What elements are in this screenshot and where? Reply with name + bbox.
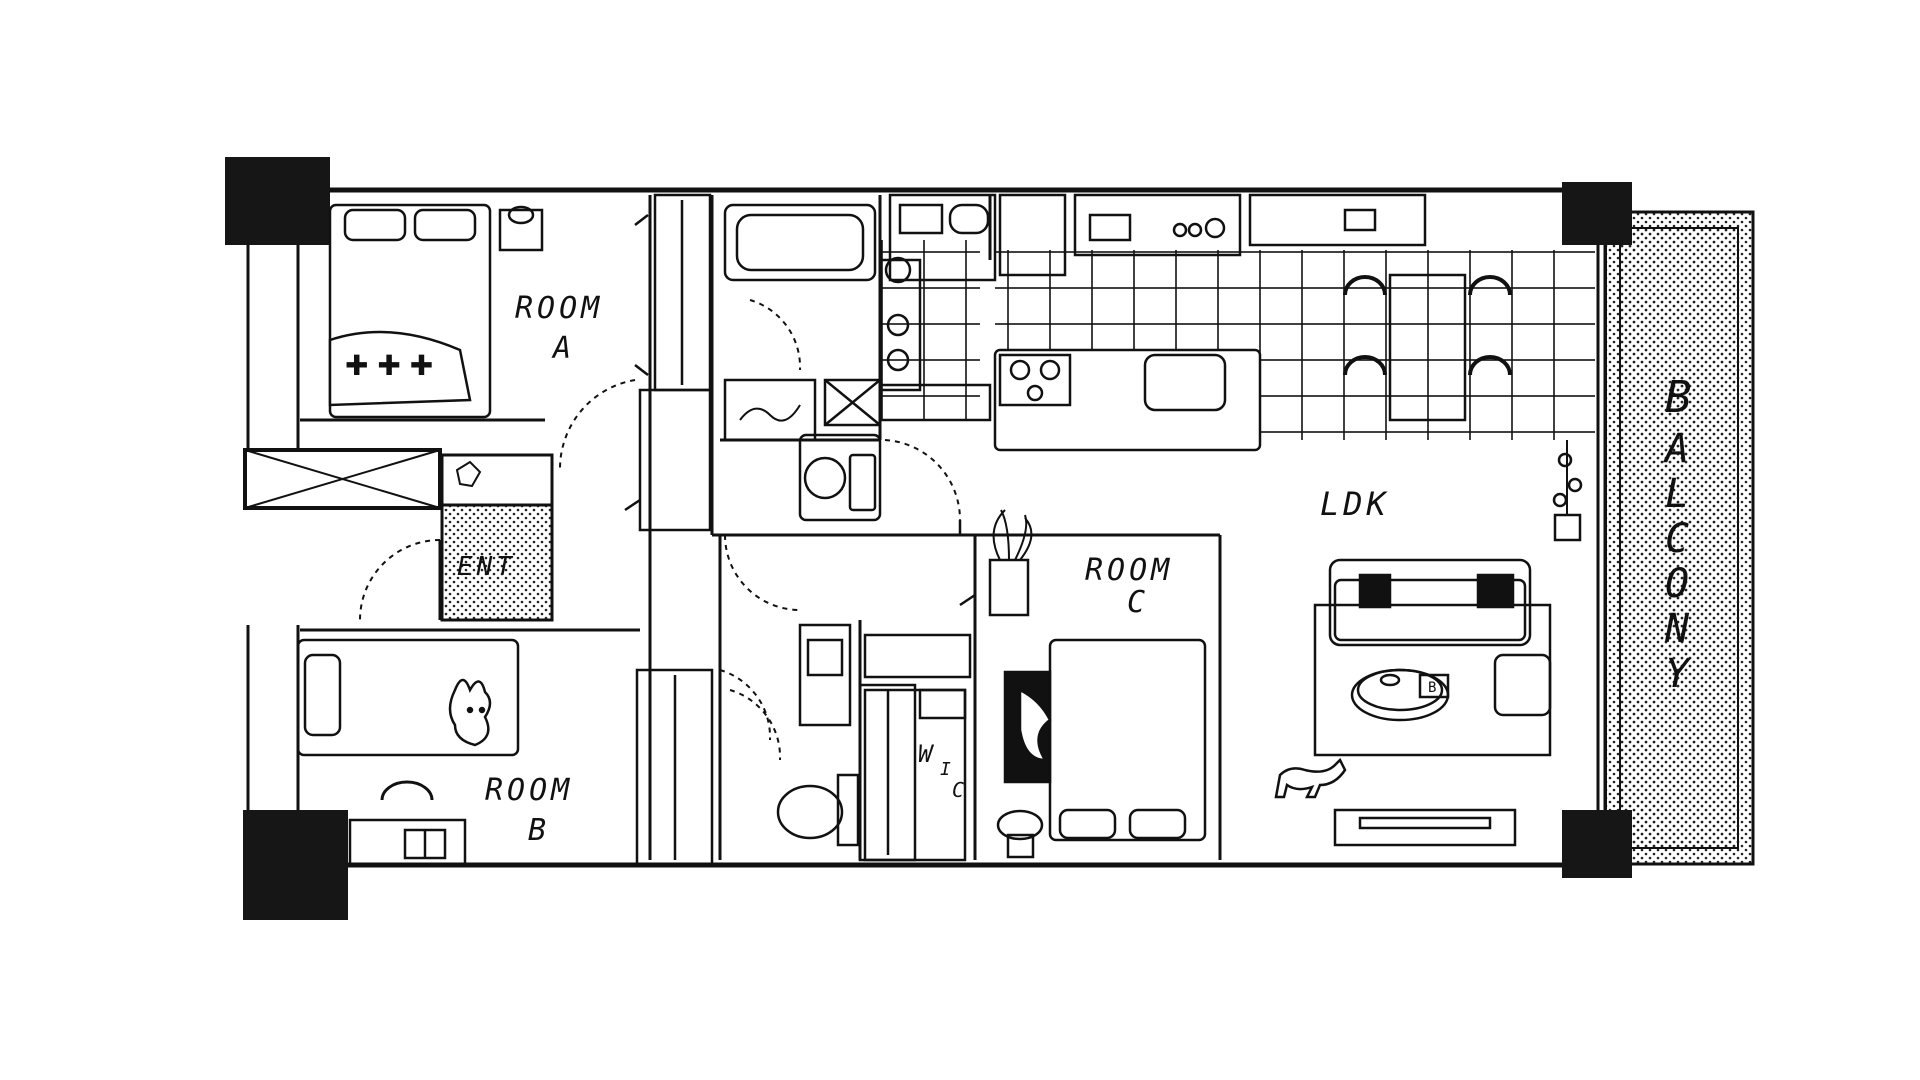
room-b	[296, 638, 772, 867]
room-a-sub: A	[551, 331, 575, 366]
ldk-label: LDK	[1320, 485, 1390, 523]
labels: ROOM A ROOM B ROOM C ENT LDK W I C B A L…	[457, 291, 1696, 848]
kitchen	[878, 193, 1595, 452]
wic-label-i: I	[940, 759, 955, 780]
svg-text:✚ ✚ ✚: ✚ ✚ ✚	[345, 349, 433, 382]
balcony-letter: B	[1665, 372, 1696, 423]
walk-in-closet	[863, 688, 967, 862]
living-room	[1274, 440, 1583, 847]
bed-b	[296, 638, 520, 757]
washing-machine	[798, 433, 882, 522]
wic-label-w: W	[918, 740, 936, 768]
balcony-letter: C	[1665, 516, 1693, 562]
nightstand	[498, 208, 544, 252]
sofa	[1328, 558, 1532, 647]
room-a-label: ROOM	[515, 291, 603, 326]
wic-label-c: C	[952, 778, 968, 802]
bathroom	[723, 203, 962, 611]
balcony-label: B A L C O N Y	[1662, 372, 1696, 697]
vanity	[723, 378, 817, 442]
pillars	[225, 157, 1632, 920]
dog-icon	[1274, 757, 1347, 799]
desk	[348, 818, 467, 867]
balcony-letter: Y	[1665, 651, 1693, 697]
room-a: ✚ ✚ ✚	[328, 203, 636, 471]
counter	[993, 348, 1262, 452]
tv-stand	[1333, 808, 1517, 847]
entrance	[243, 448, 554, 622]
balcony-letter: A	[1662, 426, 1693, 472]
room-c-label: ROOM	[1085, 553, 1173, 588]
book-cover-label: B	[1428, 680, 1436, 696]
room-b-sub: B	[528, 813, 550, 848]
room-b-label: ROOM	[485, 773, 573, 808]
toilet-room	[729, 623, 972, 847]
bed-a	[328, 203, 492, 419]
bathtub	[723, 203, 877, 282]
balcony-letter: L	[1665, 471, 1693, 517]
room-c	[988, 509, 1207, 859]
room-c-sub: C	[1127, 585, 1149, 620]
balcony-letter: N	[1664, 606, 1693, 652]
balcony	[1603, 210, 1755, 866]
ottoman	[1493, 653, 1552, 717]
balcony-letter: O	[1665, 561, 1693, 607]
ent-label: ENT	[457, 552, 516, 582]
